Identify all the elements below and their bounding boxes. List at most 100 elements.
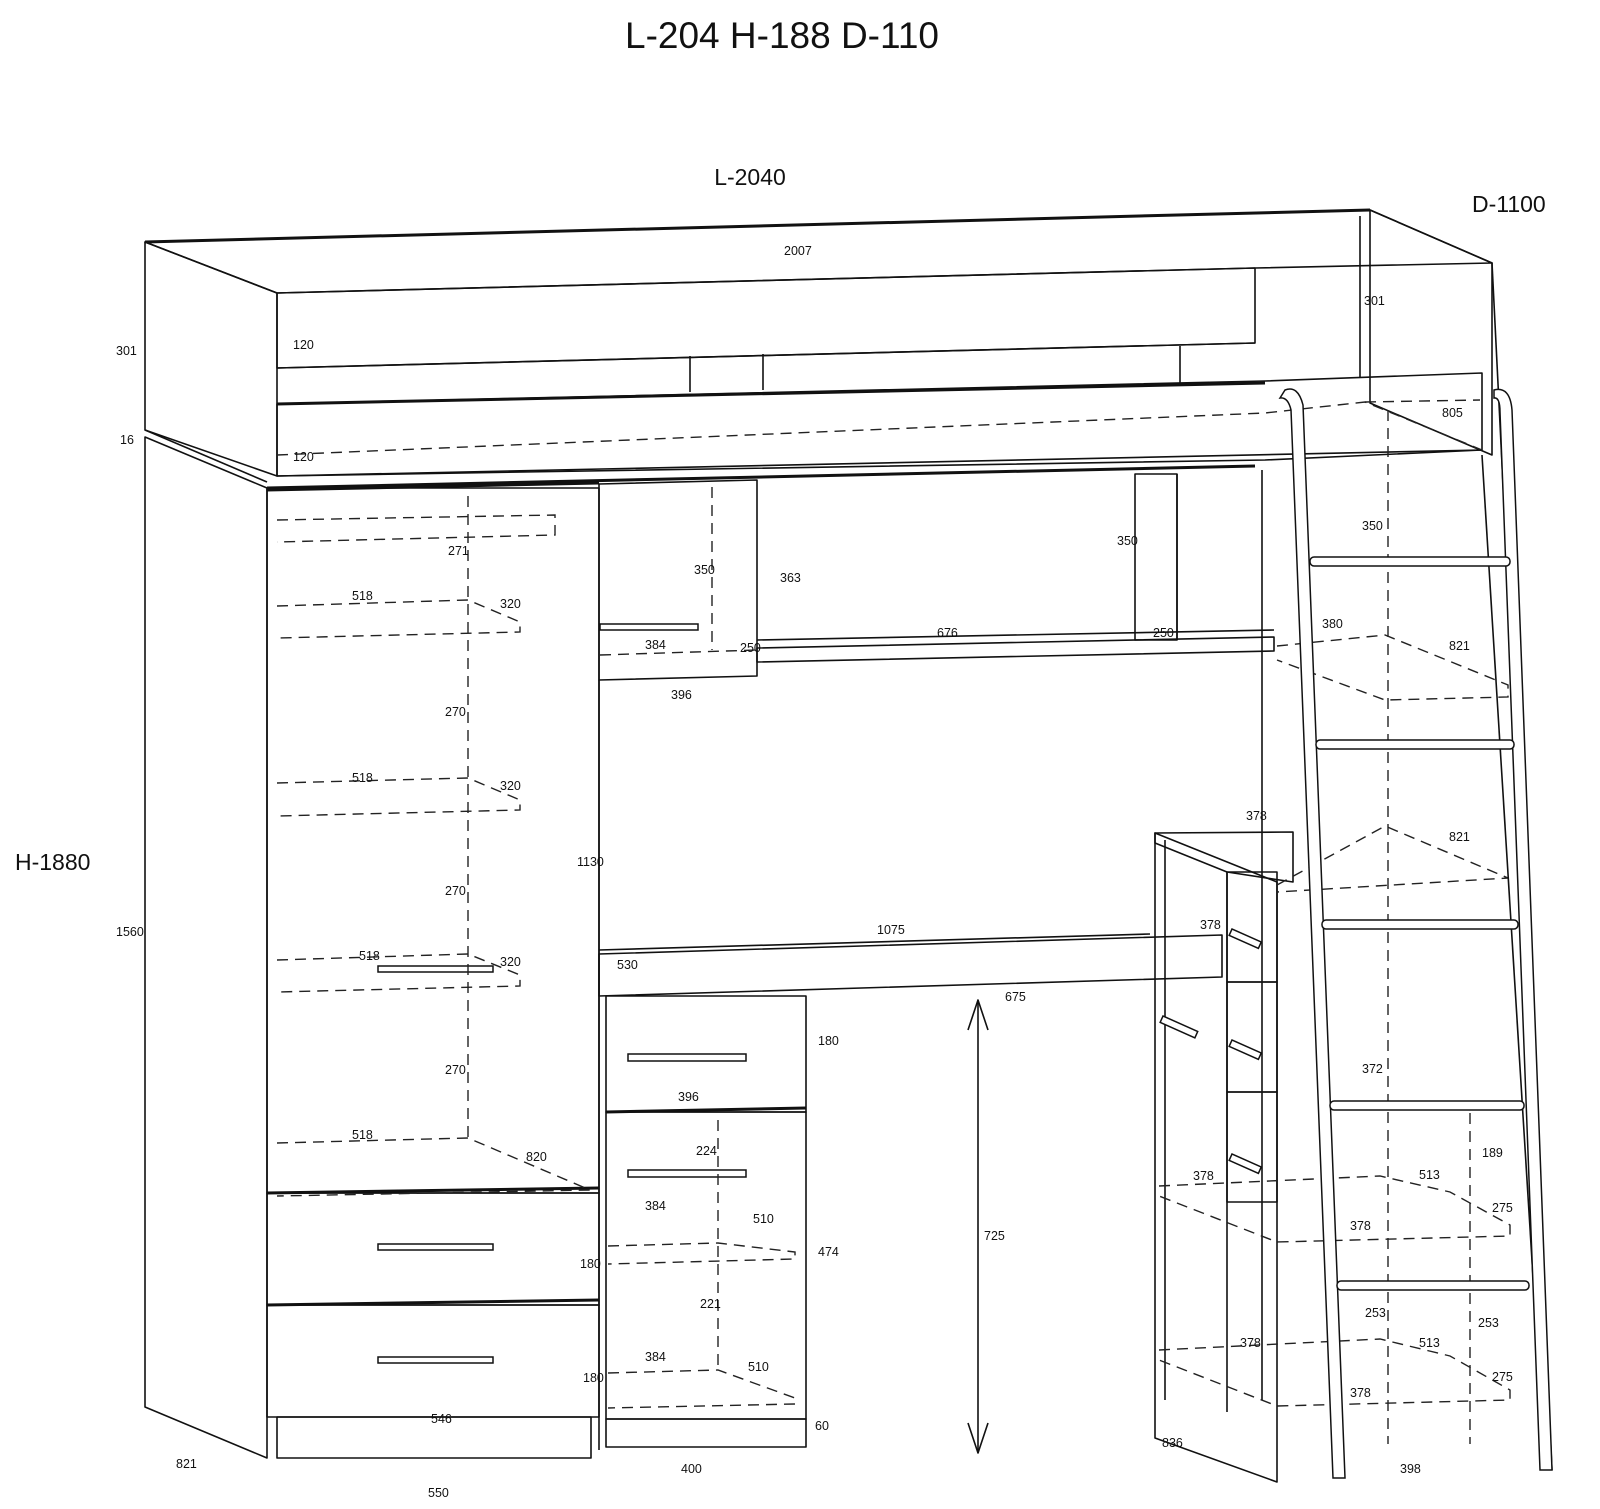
right-door-handle xyxy=(1159,1015,1199,1039)
wardrobe-drawer-2-top xyxy=(266,1298,600,1307)
dim-ped-drawer-width: 396 xyxy=(678,1090,699,1104)
desk-clearance-arrow xyxy=(967,999,989,1454)
clearance-arrow-bottom-head xyxy=(967,1422,989,1454)
dim-upper-cubby-shelf: 384 xyxy=(645,638,666,652)
bed-right-end-panel xyxy=(1369,209,1493,456)
ladder-right-rail xyxy=(1493,388,1553,1471)
ladder-rung-2 xyxy=(1315,739,1515,750)
dim-wardrobe-inner-depth: 821 xyxy=(176,1457,197,1471)
dim-upper-cubby-depth: 250 xyxy=(740,641,761,655)
dim-guard-upper: 120 xyxy=(293,338,314,352)
dim-bed-depth: 805 xyxy=(1442,406,1463,420)
dim-right-cab-top-width: 378 xyxy=(1246,809,1267,823)
dim-upper-open-shelf-width: 676 xyxy=(937,626,958,640)
wardrobe-shelf-3-dashed xyxy=(276,953,521,993)
pedestal-shelf-2-dashed xyxy=(607,1369,796,1409)
dim-rail-right: 301 xyxy=(1364,294,1385,308)
drawer-1-handle xyxy=(377,1243,494,1251)
upper-cubby-box xyxy=(598,479,758,681)
wardrobe-top-shelf-dashed xyxy=(276,514,556,543)
pedestal xyxy=(605,995,807,1448)
dim-wardrobe-shelf-4-width: 518 xyxy=(352,1128,373,1142)
dim-wardrobe-gap-3: 270 xyxy=(445,1063,466,1077)
dim-right-low-shelf-1-width: 378 xyxy=(1350,1219,1371,1233)
dim-right-gap-left: 253 xyxy=(1365,1306,1386,1320)
dim-drawer-2-height: 180 xyxy=(583,1371,604,1385)
mattress-dashed-line xyxy=(276,401,1483,456)
overall-length-label: L-2040 xyxy=(714,164,786,190)
upper-cubby-shelf xyxy=(599,623,699,631)
bed-left-end-panel xyxy=(144,241,278,477)
dim-right-low-shelf-1-depth-b: 275 xyxy=(1492,1201,1513,1215)
dim-wardrobe-shelf-2-depth: 320 xyxy=(500,779,521,793)
upper-right-divider xyxy=(1134,473,1178,641)
bed-back-corner-dashed xyxy=(1364,399,1481,403)
dim-wardrobe-width: 550 xyxy=(428,1486,449,1500)
dim-right-upper-shelf-width: 380 xyxy=(1322,617,1343,631)
dim-right-low-shelf-1-depth: 513 xyxy=(1419,1168,1440,1182)
right-cabinet-drawer-2 xyxy=(1226,981,1278,1093)
right-handle-2 xyxy=(1228,1039,1263,1061)
dim-right-upper-height: 350 xyxy=(1362,519,1383,533)
upper-cubby-shelf-dashed xyxy=(599,649,758,656)
dim-right-mid-shelf-depth: 821 xyxy=(1449,830,1470,844)
dim-total-lower-height: 1560 xyxy=(116,925,144,939)
dim-right-low-shelf-2-depth: 513 xyxy=(1419,1336,1440,1350)
guard-rail-upper-board xyxy=(276,267,1256,369)
dim-upper-cubby-width: 396 xyxy=(671,688,692,702)
dim-upper-open-shelf-depth: 250 xyxy=(1153,626,1174,640)
wardrobe-door-top-edge xyxy=(266,481,600,492)
dim-right-lower-height: 372 xyxy=(1362,1062,1383,1076)
dim-wardrobe-door-height: 1130 xyxy=(577,855,604,869)
dim-wardrobe-shelf-3-width: 518 xyxy=(359,949,380,963)
right-cab-shelf-1-dashed xyxy=(1158,1175,1511,1243)
pedestal-plinth xyxy=(605,1418,807,1448)
pedestal-door-handle xyxy=(627,1169,747,1178)
overall-depth-label: D-1100 xyxy=(1472,191,1546,217)
upper-open-shelf xyxy=(756,470,1275,1400)
ladder xyxy=(1278,388,1553,1479)
dim-right-low-gap: 189 xyxy=(1482,1146,1503,1160)
ladder-left-rail xyxy=(1278,388,1346,1479)
right-cabinet-drawer-3 xyxy=(1226,1091,1278,1203)
dim-upper-right-cubby-height: 350 xyxy=(1117,534,1138,548)
right-handle-3 xyxy=(1228,1153,1263,1175)
dim-wardrobe-shelf-1-depth: 320 xyxy=(500,597,521,611)
upper-cubby xyxy=(598,479,758,681)
dim-right-bottom-width: 398 xyxy=(1400,1462,1421,1476)
wardrobe-shelf-2-dashed xyxy=(276,777,521,817)
right-unit-upper-shelf-dashed xyxy=(1276,634,1509,701)
dim-wardrobe-gap-1: 270 xyxy=(445,705,466,719)
pedestal-body xyxy=(605,1111,807,1420)
guard-rail-gap-edge xyxy=(276,342,1256,369)
desk-top-back-edge xyxy=(598,933,1151,951)
dim-wardrobe-shelf-3-depth: 320 xyxy=(500,955,521,969)
dim-ped-plinth: 60 xyxy=(815,1419,829,1433)
right-handle-1 xyxy=(1228,928,1263,950)
dim-ped-shelf-2-depth: 510 xyxy=(748,1360,769,1374)
dim-right-cab-shelf-2: 378 xyxy=(1240,1336,1261,1350)
dim-desk-clearance: 725 xyxy=(984,1229,1005,1243)
wardrobe-plinth xyxy=(276,1416,592,1459)
wardrobe-side-panel xyxy=(144,436,268,1459)
dim-drawer-width: 546 xyxy=(431,1412,452,1426)
ladder-rung-5 xyxy=(1336,1280,1530,1291)
desk-top xyxy=(598,934,1223,997)
bed-back-top-edge xyxy=(144,208,1371,244)
dim-top-length: 2007 xyxy=(784,244,812,258)
dim-right-gap-right: 253 xyxy=(1478,1316,1499,1330)
bed-bottom-front-edge-2 xyxy=(276,449,1483,477)
pedestal-shelf-1-dashed xyxy=(607,1242,796,1265)
desk xyxy=(598,680,1223,1450)
dim-wardrobe-shelf-1-width: 518 xyxy=(352,589,373,603)
dim-drawer-1-height: 180 xyxy=(580,1257,601,1271)
dim-ped-height: 474 xyxy=(818,1245,839,1259)
wardrobe-shelf-1-dashed xyxy=(276,599,521,639)
dim-upper-cubby-open-height: 363 xyxy=(780,571,801,585)
ladder-rung-4 xyxy=(1329,1100,1525,1111)
ladder-rung-1 xyxy=(1309,556,1511,567)
dim-wardrobe-gap-2: 270 xyxy=(445,884,466,898)
right-cabinet-drawer-1 xyxy=(1226,871,1278,983)
dim-ped-width: 400 xyxy=(681,1462,702,1476)
